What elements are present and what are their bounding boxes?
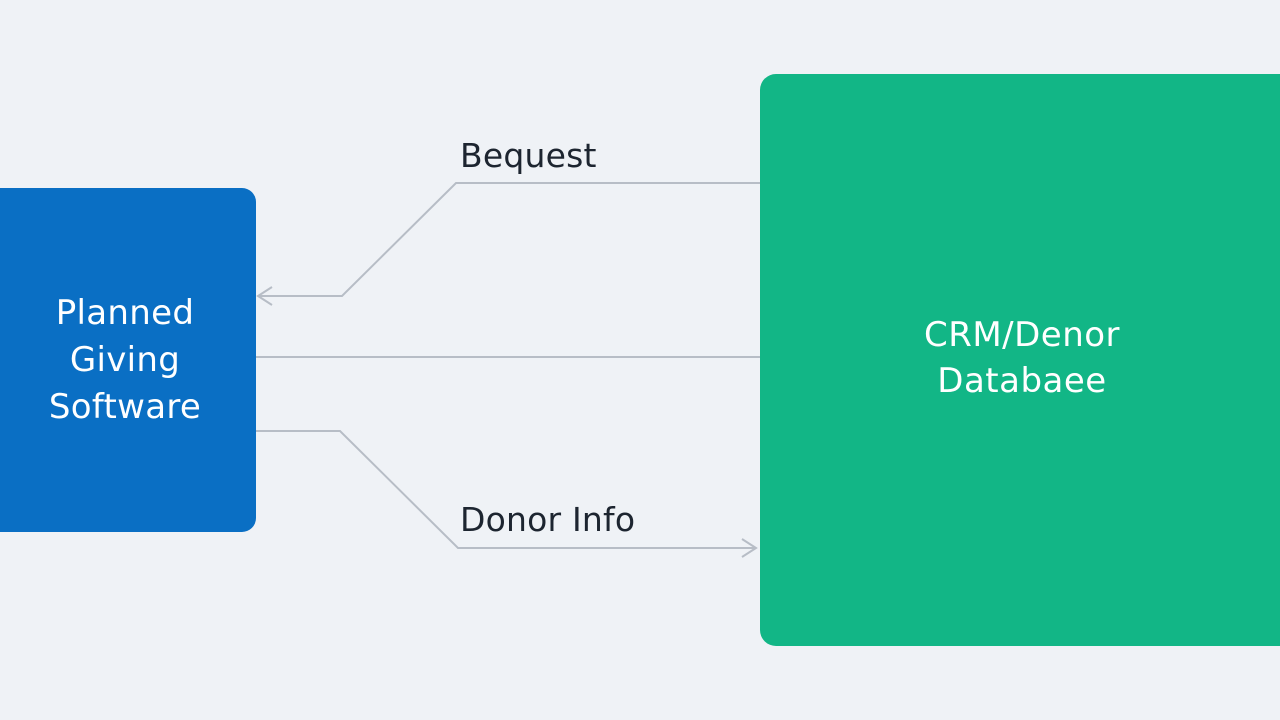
- crm-donor-database-node: CRM/Denor Databaee: [760, 74, 1280, 646]
- label-line: Giving: [69, 339, 181, 380]
- label-line: Planned: [55, 292, 195, 333]
- edge-donor-info: [256, 430, 756, 549]
- edge-bequest: [258, 182, 760, 297]
- arrowhead-donor-info: [741, 538, 758, 558]
- crm-donor-database-label: CRM/Denor Databaee: [872, 312, 1172, 408]
- label-line: CRM/Denor: [923, 315, 1121, 355]
- arrowhead-bequest: [256, 286, 273, 306]
- label-line: Software: [48, 386, 202, 427]
- label-line: Databaee: [937, 361, 1107, 401]
- edge-label-donor-info: Donor Info: [460, 500, 636, 539]
- edge-label-bequest: Bequest: [460, 136, 597, 175]
- planned-giving-software-node: Planned Giving Software: [0, 188, 256, 532]
- planned-giving-software-label: Planned Giving Software: [10, 290, 240, 431]
